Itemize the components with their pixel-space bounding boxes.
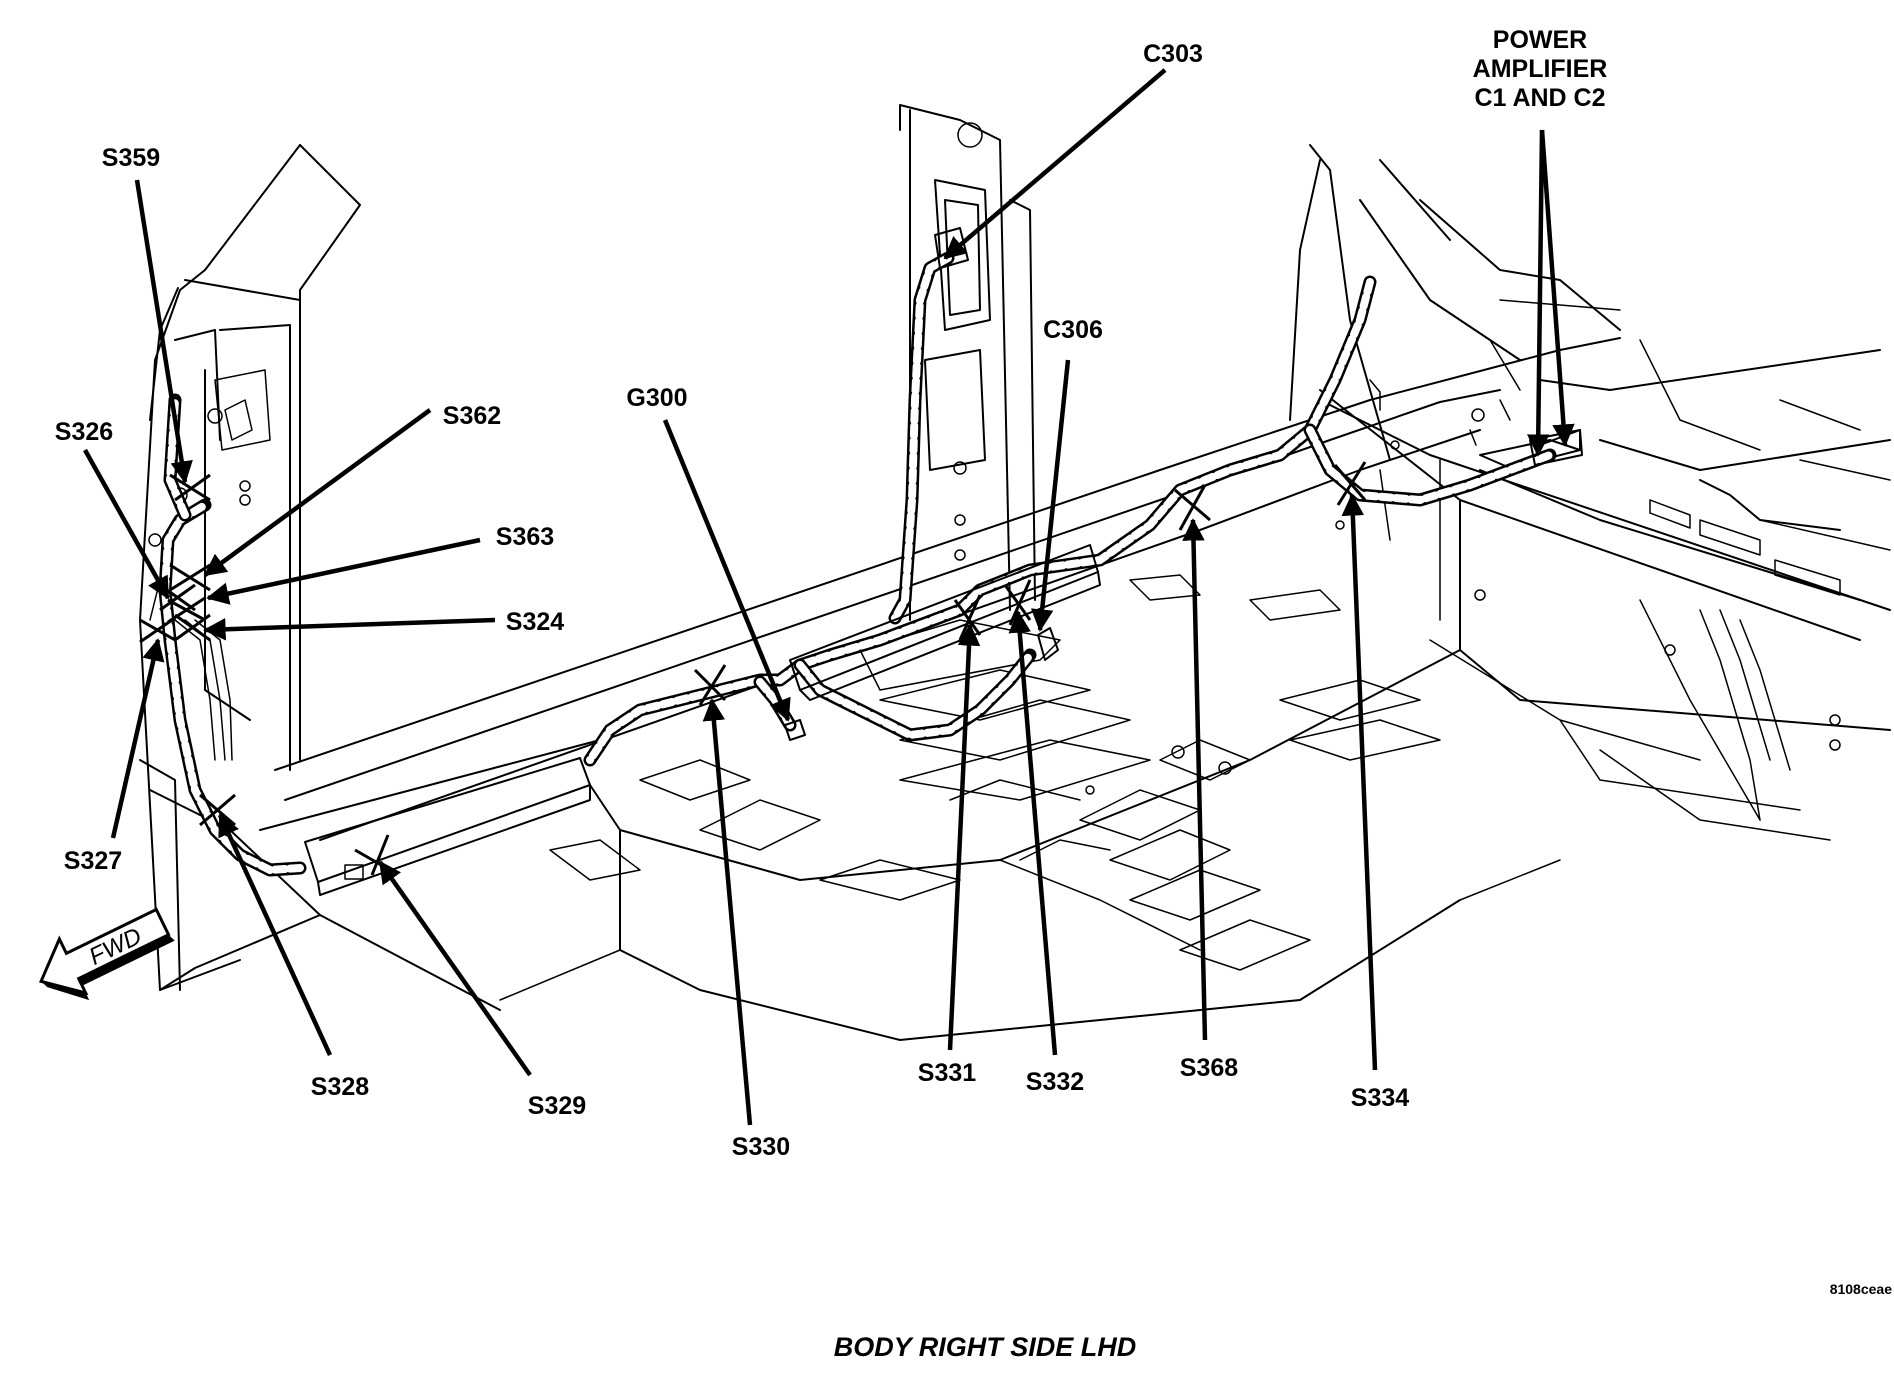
label-s359: S359 — [102, 144, 160, 172]
leader-s334 — [1341, 493, 1378, 1071]
label-power-amp-line3: C1 AND C2 — [1474, 84, 1605, 112]
leader-s327 — [110, 638, 165, 839]
label-s324: S324 — [506, 608, 564, 636]
leader-c303 — [943, 68, 1167, 260]
leader-s368 — [1182, 518, 1208, 1041]
label-s328: S328 — [311, 1073, 369, 1101]
leader-s329 — [378, 860, 532, 1077]
leader-arrows — [83, 68, 1575, 1126]
leader-power-amp-1 — [1527, 129, 1550, 457]
leader-power-amp-2 — [1539, 129, 1575, 447]
label-s334: S334 — [1351, 1084, 1409, 1112]
leader-s330 — [702, 698, 753, 1126]
leader-s362 — [203, 408, 432, 577]
label-s326: S326 — [55, 418, 113, 446]
leader-s326 — [83, 448, 170, 600]
leader-s328 — [217, 813, 333, 1056]
label-s332: S332 — [1026, 1068, 1084, 1096]
label-c303: C303 — [1143, 40, 1203, 68]
leader-s359 — [134, 179, 193, 484]
label-c306: C306 — [1043, 316, 1103, 344]
label-s330: S330 — [732, 1133, 790, 1161]
leader-s331 — [947, 623, 981, 1051]
x-mark-s327 — [139, 616, 176, 644]
label-power-amp-line1: POWER — [1493, 26, 1587, 54]
leader-s332 — [1008, 610, 1058, 1056]
label-power-amp-line2: AMPLIFIER — [1473, 55, 1608, 83]
label-g300: G300 — [626, 384, 687, 412]
label-s331: S331 — [918, 1059, 976, 1087]
leader-g300 — [662, 419, 791, 722]
label-s329: S329 — [528, 1092, 586, 1120]
label-s363: S363 — [496, 523, 554, 551]
leader-s324 — [203, 617, 496, 641]
label-s327: S327 — [64, 847, 122, 875]
body-structure-drawing — [139, 104, 1891, 1041]
label-s368: S368 — [1180, 1054, 1238, 1082]
label-s362: S362 — [443, 402, 501, 430]
figure-code: 8108ceae — [1830, 1281, 1893, 1297]
callout-labels: C303 POWER AMPLIFIER C1 AND C2 S359 C306… — [55, 26, 1608, 1161]
leader-s363 — [206, 537, 481, 605]
diagram-caption: BODY RIGHT SIDE LHD — [834, 1332, 1137, 1362]
leader-c306 — [1030, 359, 1071, 632]
x-mark-s362 — [169, 563, 211, 592]
